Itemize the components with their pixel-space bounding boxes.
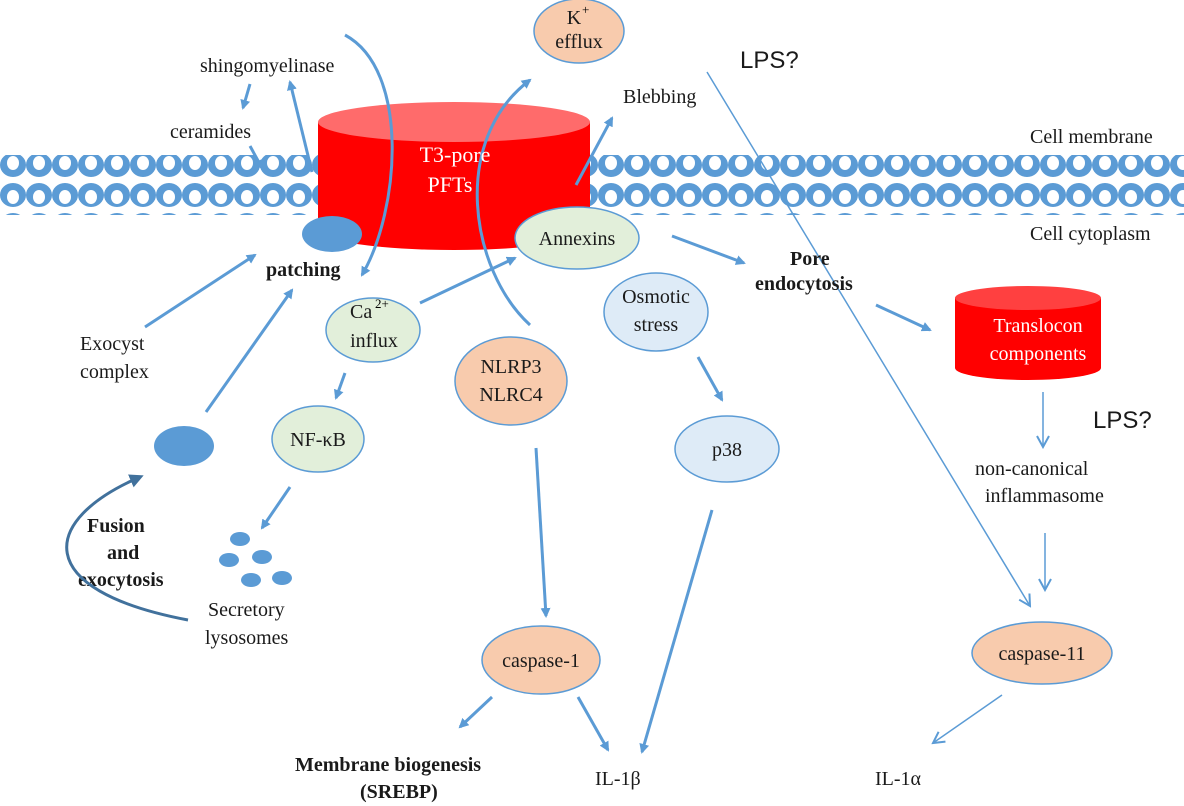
fusion-label-1: Fusion: [87, 515, 145, 537]
arrow-endocytosis-translocon: [875, 303, 932, 332]
arrow-shingo-ceramides: [240, 83, 252, 110]
pore-label-2: PFTs: [428, 172, 473, 197]
arrow-exocyst-patching: [144, 253, 257, 329]
osmotic-label-1: Osmotic: [622, 286, 690, 308]
osmotic-label-2: stress: [634, 314, 679, 336]
secretory-label-2: lysosomes: [205, 627, 289, 649]
membrane-biogenesis-label-1: Membrane biogenesis: [295, 754, 481, 776]
arrow-p38-il1b: [639, 509, 714, 754]
arrow-into-cell: [344, 33, 394, 277]
pore-endocytosis-label-1: Pore: [790, 248, 830, 270]
k-efflux-sup: +: [582, 2, 589, 17]
fusion-label-2: and: [107, 542, 139, 564]
lps-right-label: LPS?: [1093, 407, 1152, 434]
arrow-ca-nfkb: [334, 372, 347, 400]
exocyst-label-1: Exocyst: [80, 333, 145, 355]
arrow-fusion-exocytosis: [65, 474, 189, 622]
cell-cytoplasm-label: Cell cytoplasm: [1030, 223, 1151, 245]
patching-label: patching: [266, 259, 340, 281]
ca-label-1: Ca: [350, 301, 372, 323]
ca-influx-node: [325, 297, 421, 363]
arrow-k-efflux: [475, 78, 532, 327]
nlrc4-label: NLRC4: [479, 384, 542, 406]
arrow-ca-annexins: [419, 256, 517, 305]
fusion-label-3: exocytosis: [78, 569, 164, 591]
annexins-label: Annexins: [539, 228, 616, 250]
pore-label-1: T3-pore: [420, 142, 491, 167]
il1a-label: IL-1α: [875, 768, 922, 790]
translocon-label-2: components: [990, 343, 1087, 365]
nlrp3-label: NLRP3: [480, 356, 541, 378]
arrow-vesicle-patching: [204, 288, 294, 413]
arrow-annexins-endocytosis: [671, 234, 746, 265]
k-efflux-label-1: K: [567, 7, 582, 29]
cell-membrane-label: Cell membrane: [1030, 126, 1153, 148]
caspase1-node: [481, 625, 601, 695]
ca-sup: 2+: [375, 296, 389, 311]
il1b-label: IL-1β: [595, 768, 641, 790]
pore-endocytosis-label-2: endocytosis: [755, 273, 853, 295]
arrow-pore-shingo: [287, 80, 314, 173]
arrow-caspase1-il1b: [576, 696, 610, 752]
caspase11-node: [971, 621, 1113, 685]
k-efflux-label-2: efflux: [555, 31, 602, 53]
nfkb-label: NF-κB: [290, 429, 346, 451]
noncanonical-label-2: inflammasome: [985, 485, 1104, 507]
caspase11-label: caspase-11: [999, 643, 1086, 665]
shingomyelinase-label: shingomyelinase: [200, 55, 335, 77]
nlrp3-nlrc4-node: [454, 336, 568, 426]
arrow-ceramides-membrane: [248, 145, 264, 170]
membrane-left: [0, 155, 318, 215]
arrow-nfkb-lysosomes: [260, 486, 292, 530]
membrane-biogenesis-label-2: (SREBP): [360, 781, 438, 803]
translocon-cylinder: [955, 286, 1101, 380]
caspase1-label: caspase-1: [502, 650, 580, 672]
translocon-label-1: Translocon: [993, 315, 1082, 337]
nfkb-node: [271, 405, 365, 473]
p38-node: [674, 415, 780, 483]
membrane-right: [588, 155, 1184, 215]
arrow-caspase11-il1a: [933, 694, 1003, 743]
arrow-lps-caspase11: [706, 71, 1030, 606]
osmotic-stress-node: [603, 272, 709, 352]
ceramides-label: ceramides: [170, 121, 251, 143]
arrow-pore-blebbing: [574, 116, 614, 186]
noncanonical-label-1: non-canonical: [975, 458, 1089, 480]
arrow-caspase1-biogenesis: [458, 695, 494, 729]
k-efflux-node: [533, 0, 625, 64]
ca-label-2: influx: [350, 330, 398, 352]
exocyst-label-2: complex: [80, 361, 149, 383]
lps-top-label: LPS?: [740, 47, 799, 74]
p38-label: p38: [712, 439, 742, 461]
blebbing-label: Blebbing: [623, 86, 696, 108]
secretory-lysosome-dots: [219, 532, 292, 587]
arrow-nlrp3-caspase1: [534, 447, 551, 618]
annexins-node: [514, 206, 640, 270]
membrane-vesicle: [302, 216, 362, 252]
arrow-osmotic-p38: [696, 356, 724, 402]
cytoplasm-vesicle: [154, 426, 214, 466]
secretory-label-1: Secretory: [208, 599, 285, 621]
